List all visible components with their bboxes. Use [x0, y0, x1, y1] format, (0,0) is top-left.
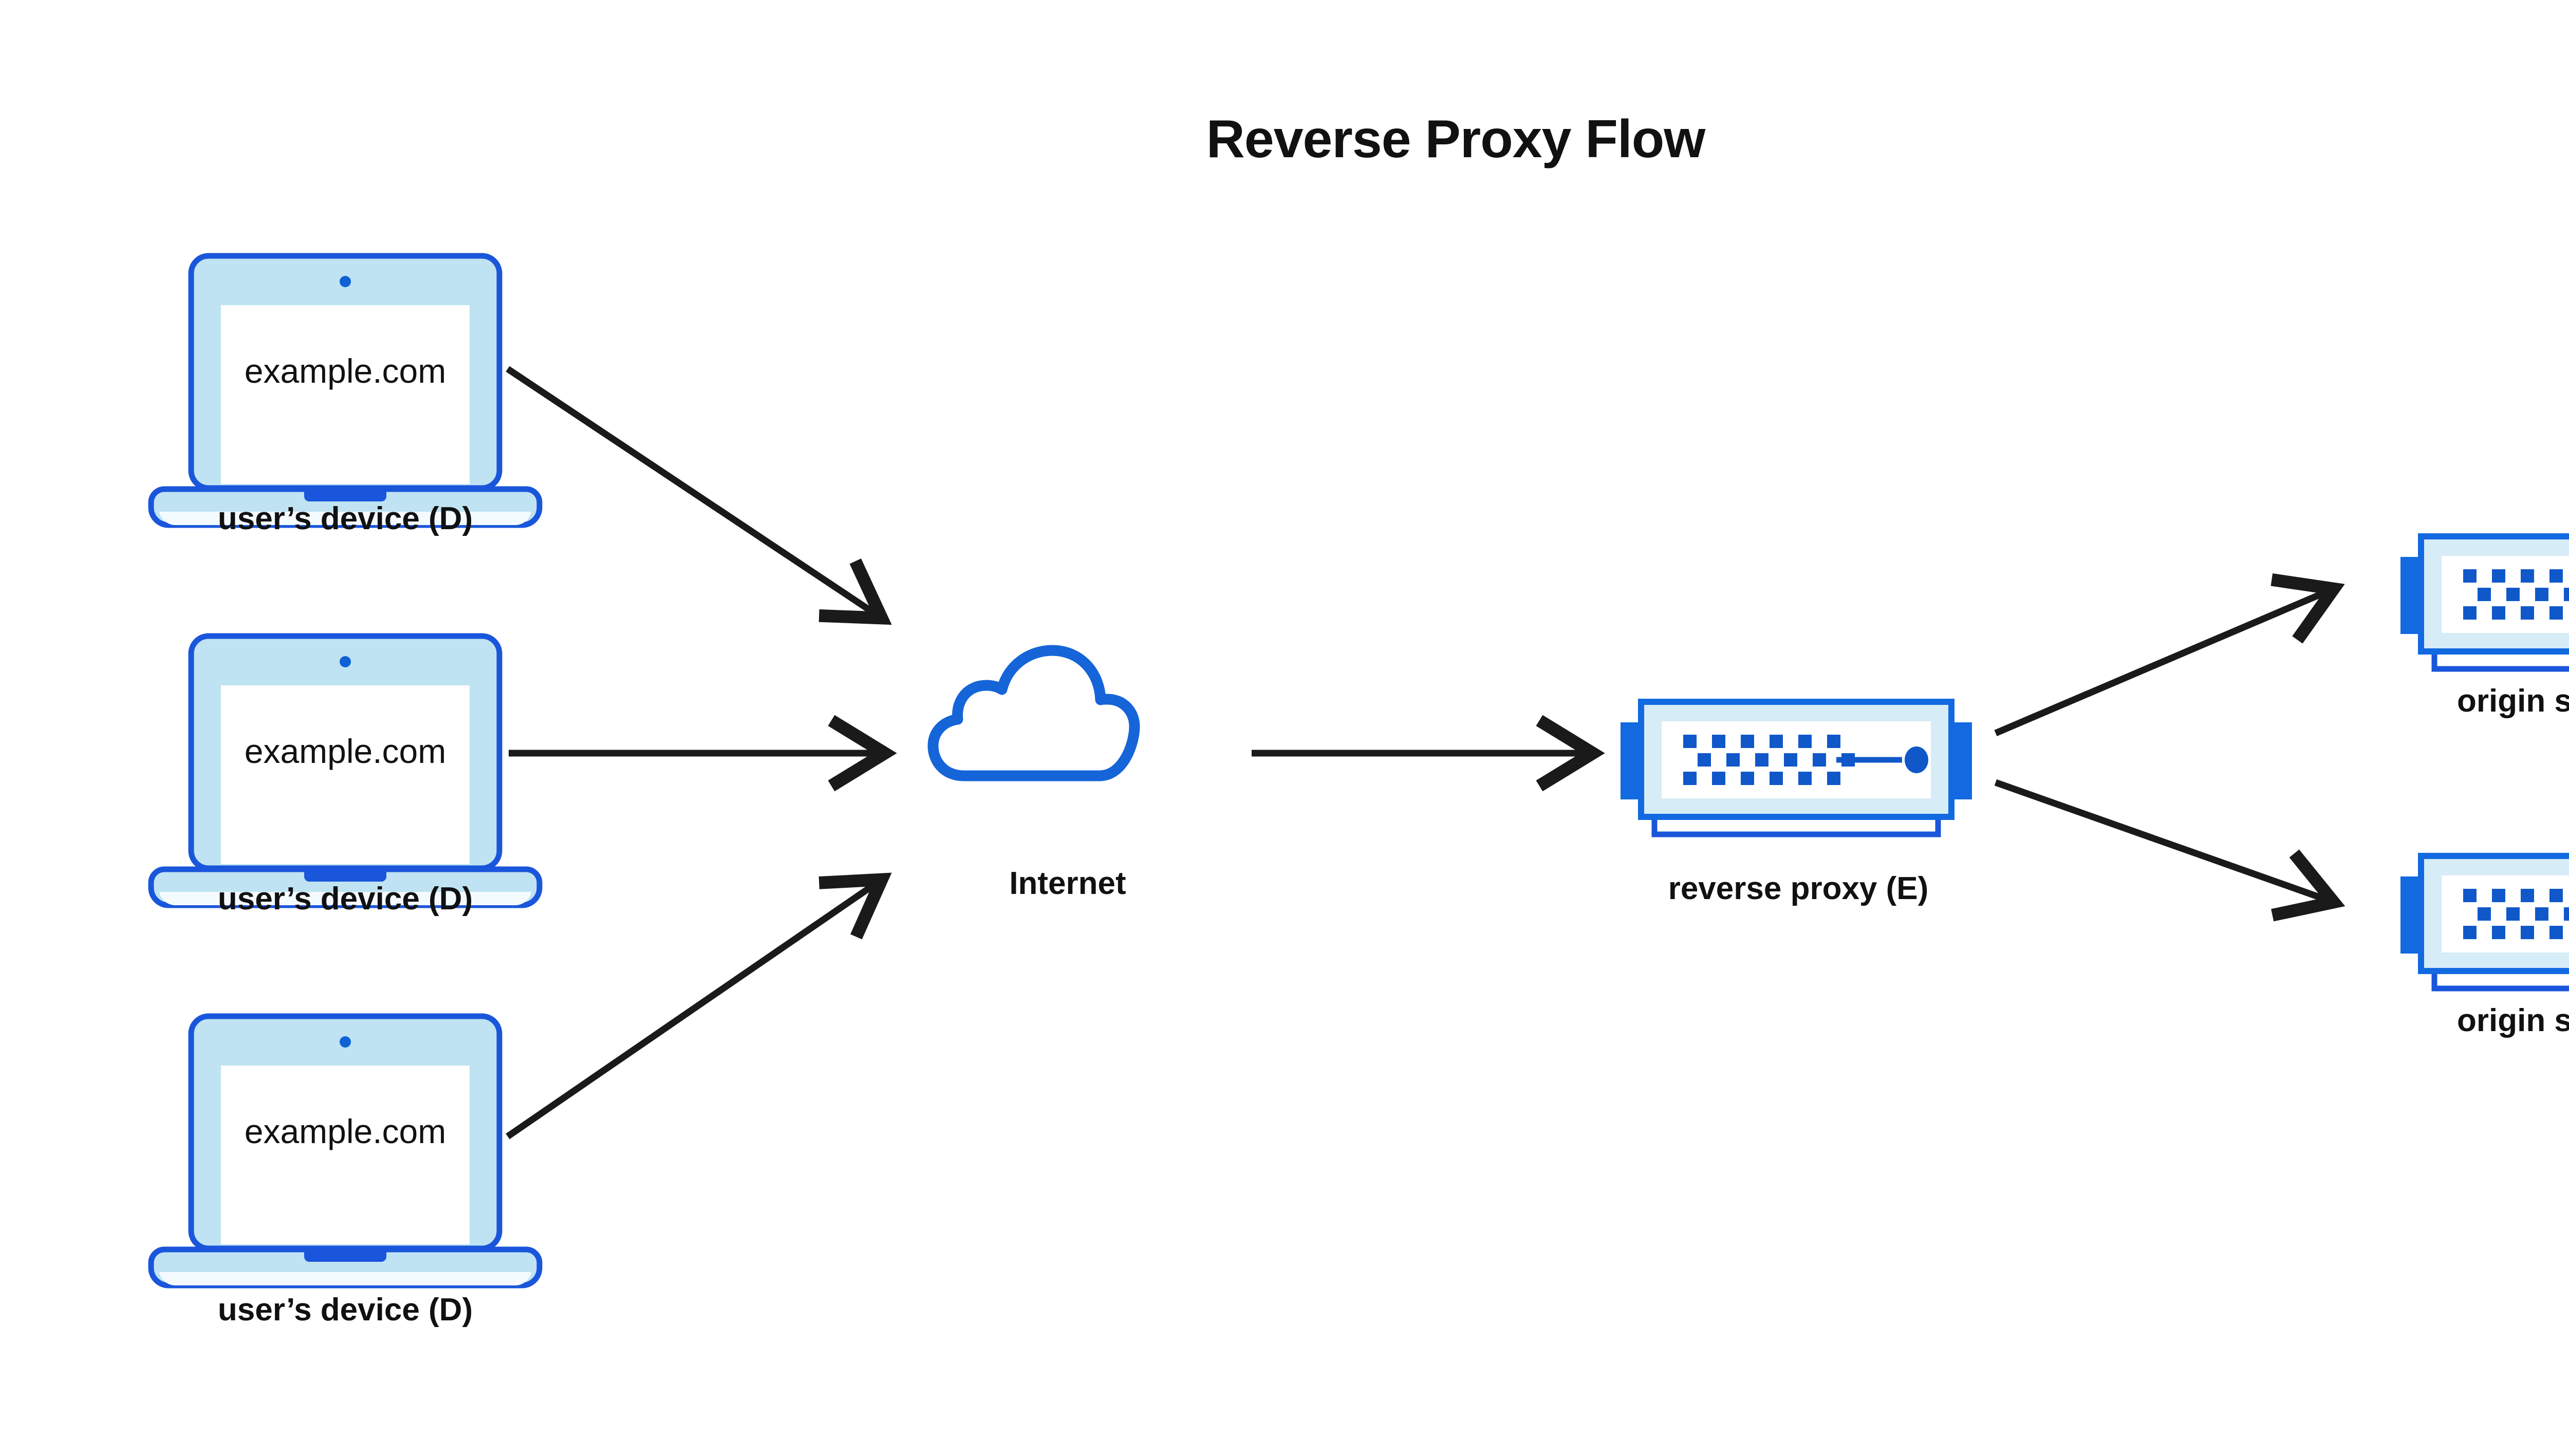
- node-label-origin-top: origin server (F): [2457, 683, 2569, 719]
- page-title: Reverse Proxy Flow: [1206, 109, 1706, 169]
- node-label-reverse-proxy: reverse proxy (E): [1668, 871, 1929, 906]
- node-device-bottom[interactable]: example.com user’s device (D): [151, 1016, 539, 1328]
- edge-device-top-to-internet: [506, 366, 882, 618]
- node-reverse-proxy[interactable]: reverse proxy (E): [1621, 702, 1972, 906]
- server-icon: [2400, 856, 2569, 988]
- node-label-device-bottom: user’s device (D): [218, 1292, 473, 1328]
- node-device-middle[interactable]: example.com user’s device (D): [151, 636, 539, 917]
- node-label-internet: Internet: [1009, 866, 1126, 901]
- node-internet[interactable]: Internet: [933, 650, 1134, 901]
- edge-reverse-proxy-to-origin-bottom: [1994, 779, 2334, 902]
- laptop-icon: [151, 636, 539, 905]
- laptop-icon: [151, 256, 539, 525]
- laptop-screen-text: example.com: [245, 732, 446, 770]
- laptop-screen-text: example.com: [245, 352, 446, 390]
- edge-layer: [506, 366, 2334, 1140]
- laptop-icon: [151, 1016, 539, 1285]
- node-device-top[interactable]: example.com user’s device (D): [151, 256, 539, 536]
- node-origin-top[interactable]: origin server (F): [2400, 536, 2569, 719]
- server-icon: [2400, 536, 2569, 669]
- edge-device-bottom-to-internet: [506, 880, 882, 1140]
- server-icon: [1621, 702, 1972, 834]
- laptop-screen-text: example.com: [245, 1112, 446, 1150]
- edge-reverse-proxy-to-origin-top: [1994, 589, 2334, 736]
- node-label-device-top: user’s device (D): [218, 501, 473, 536]
- node-label-origin-bottom: origin server (F): [2457, 1003, 2569, 1038]
- node-label-device-middle: user’s device (D): [218, 881, 473, 917]
- node-origin-bottom[interactable]: origin server (F): [2400, 856, 2569, 1038]
